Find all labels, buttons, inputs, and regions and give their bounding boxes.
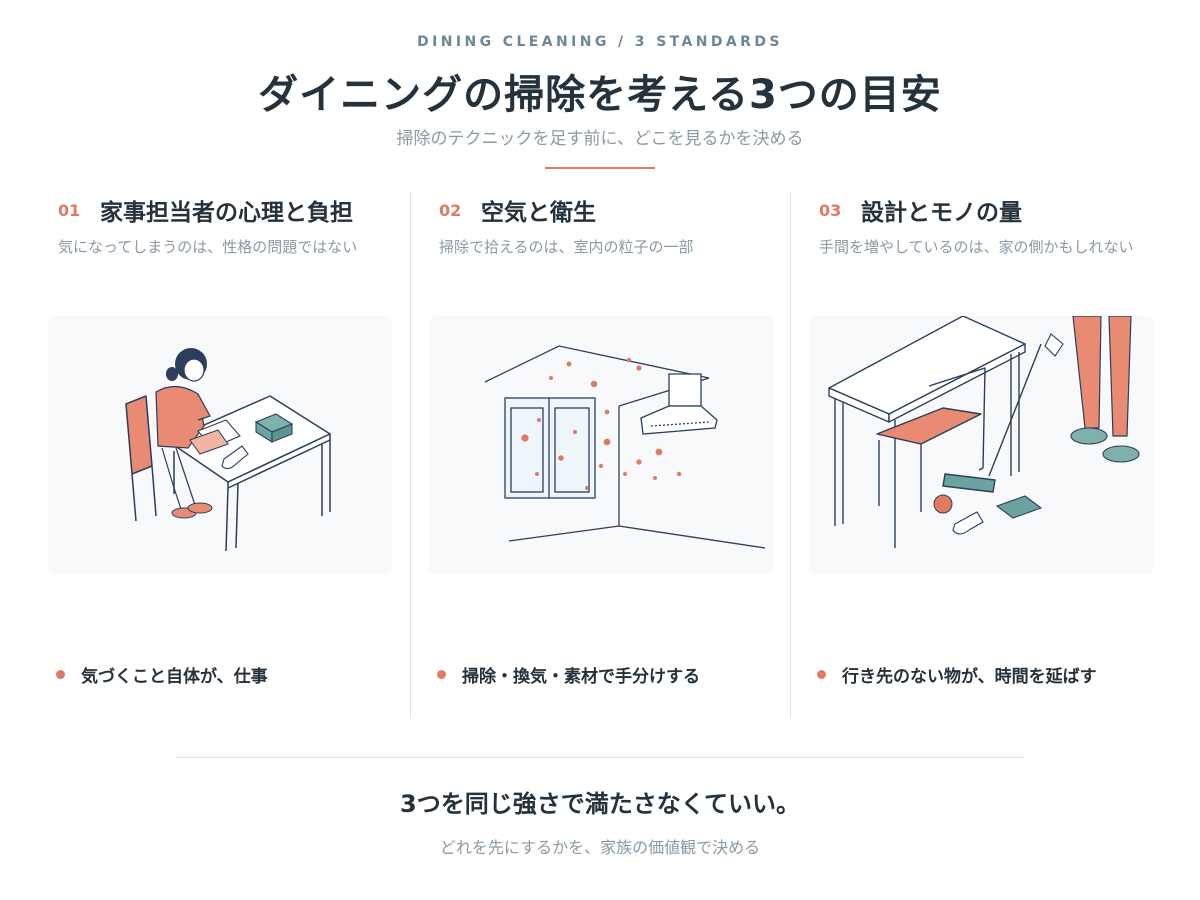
card-title: 家事担当者の心理と負担	[100, 200, 353, 226]
card-number: 02	[439, 200, 462, 220]
standard-card-2: 02 空気と衛生 掃除で拾えるのは、室内の粒子の一部	[410, 192, 790, 718]
bullet-dot-icon	[437, 670, 446, 679]
card-heading: 03 設計とモノの量	[819, 194, 1022, 226]
key-point-text: 気づくこと自体が、仕事	[81, 667, 268, 687]
eyebrow-label: DINING CLEANING / 3 STANDARDS	[417, 34, 783, 50]
key-point-text: 掃除・換気・素材で手分けする	[462, 667, 700, 687]
footer-divider	[175, 757, 1025, 758]
woman-at-table-illustration	[48, 316, 392, 574]
card-title: 設計とモノの量	[861, 200, 1022, 226]
card-description: 手間を増やしているのは、家の側かもしれない	[819, 238, 1134, 256]
woman-at-table-illustration-graphic	[125, 348, 331, 552]
card-number: 03	[819, 200, 842, 220]
key-point: 行き先のない物が、時間を延ばす	[817, 662, 1097, 687]
card-title: 空気と衛生	[481, 200, 596, 226]
window-range-hood-particles-illustration-graphic	[484, 345, 766, 549]
page-title: ダイニングの掃除を考える3つの目安	[258, 72, 942, 118]
vacuum-under-table-illustration-graphic	[828, 316, 1140, 548]
card-description: 掃除で拾えるのは、室内の粒子の一部	[439, 238, 694, 256]
card-description: 気になってしまうのは、性格の問題ではない	[58, 238, 358, 256]
bullet-dot-icon	[817, 670, 826, 679]
card-heading: 01 家事担当者の心理と負担	[58, 194, 353, 226]
closing-subtext: どれを先にするかを、家族の価値観で決める	[439, 838, 761, 857]
accent-divider	[545, 167, 655, 169]
closing-statement: 3つを同じ強さで満たさなくていい。	[400, 790, 800, 818]
vacuum-under-table-illustration	[809, 316, 1153, 574]
key-point-text: 行き先のない物が、時間を延ばす	[842, 667, 1097, 687]
page-subtitle: 掃除のテクニックを足す前に、どこを見るかを決める	[396, 129, 804, 149]
card-heading: 02 空気と衛生	[439, 194, 596, 226]
key-point: 気づくこと自体が、仕事	[56, 662, 268, 687]
standards-columns: 01 家事担当者の心理と負担 気になってしまうのは、性格の問題ではない	[30, 192, 1170, 718]
standard-card-3: 03 設計とモノの量 手間を増やしているのは、家の側かもしれない	[790, 192, 1170, 718]
key-point: 掃除・換気・素材で手分けする	[437, 662, 700, 687]
card-number: 01	[58, 200, 81, 220]
window-range-hood-particles-illustration	[429, 316, 773, 574]
bullet-dot-icon	[56, 670, 65, 679]
standard-card-1: 01 家事担当者の心理と負担 気になってしまうのは、性格の問題ではない	[30, 192, 410, 718]
